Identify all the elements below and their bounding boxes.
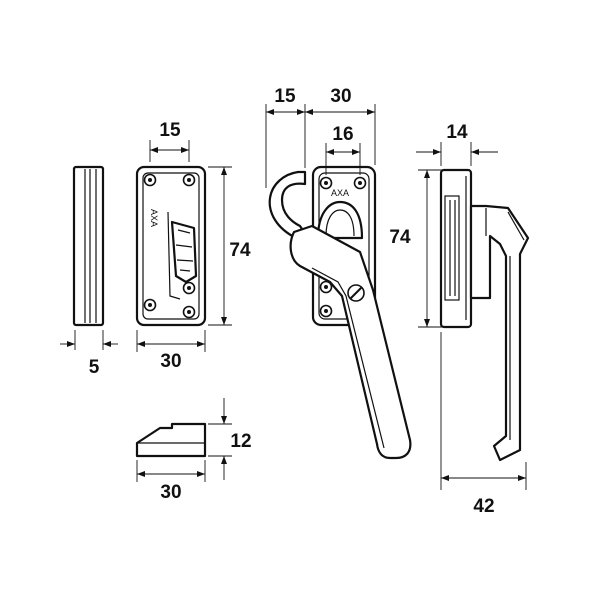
spacer-h-arrow-top: [221, 416, 227, 424]
striker-plate-brand: AXA: [149, 209, 159, 227]
screw-arrow-r: [352, 149, 360, 155]
plate-height-label: 74: [229, 240, 251, 261]
screw-spacing-label: 16: [332, 124, 353, 145]
strip-outline: [72, 165, 105, 327]
screw-center: [324, 285, 328, 289]
side-h-arrow-bot: [424, 319, 430, 327]
striker-plate-part: AXA 15 74 30: [135, 120, 251, 372]
side-top-arrow-r: [471, 149, 479, 155]
hook-arrow-l: [266, 109, 274, 115]
side-h-arrow-top: [424, 170, 430, 178]
strip-arrow-left: [67, 341, 75, 347]
side-top-arrow-l: [433, 149, 441, 155]
side-lever-edges: [485, 208, 525, 440]
side-depth-arrow-l: [441, 475, 449, 481]
spacer-h-arrow-bot: [221, 456, 227, 464]
spacer-width-label: 30: [160, 482, 181, 503]
plate-top-arrow-r: [181, 147, 189, 153]
screw-center: [148, 303, 152, 307]
side-body-recess: [444, 195, 460, 301]
handle-lever: [289, 224, 412, 460]
base-arrow-r: [367, 109, 375, 115]
base-arrow-l: [305, 109, 313, 115]
side-top-label: 14: [446, 122, 468, 143]
striker-plate-inner: [142, 172, 200, 320]
hook-arrow-r: [297, 109, 305, 115]
handle-side-part: 14 42: [416, 122, 530, 517]
spacer-height-label: 12: [230, 431, 251, 452]
side-depth-arrow-r: [518, 475, 526, 481]
base-width-label: 30: [330, 86, 351, 107]
screw-center: [324, 181, 328, 185]
spacer-w-arrow-l: [137, 471, 145, 477]
handle-front-part: AXA 15 30 16 74: [265, 86, 412, 460]
plate-top-label: 15: [159, 120, 181, 141]
handle-brand: AXA: [331, 188, 349, 198]
screw-center: [358, 181, 362, 185]
set-screw-slot: [349, 286, 363, 300]
handle-hook: [268, 170, 307, 240]
screw-center: [324, 309, 328, 313]
side-lever: [469, 204, 530, 462]
screw-center: [187, 286, 191, 290]
spacer-w-arrow-r: [197, 471, 205, 477]
handle-pivot-arch: [316, 200, 364, 240]
screw-center: [148, 178, 152, 182]
latch-slot-ridges: [175, 229, 194, 272]
spacer-outline: [135, 422, 207, 458]
handle-pivot-arch-inner: [325, 209, 355, 237]
screw-center: [187, 178, 191, 182]
handle-lever-edge: [311, 267, 385, 449]
latch-slot: [170, 220, 198, 284]
plate-h-arrow-top: [221, 167, 227, 175]
side-depth-label: 42: [473, 496, 494, 517]
plate-width-label: 30: [160, 351, 181, 372]
hook-width-label: 15: [274, 86, 296, 107]
strip-arrow-right: [103, 341, 111, 347]
handle-height-label: 74: [389, 227, 411, 248]
plate-top-arrow-l: [150, 147, 158, 153]
spacer-part: 12 30: [135, 398, 252, 503]
latch-slot-edge: [167, 211, 181, 300]
screw-center: [187, 310, 191, 314]
strip-width-label: 5: [89, 357, 100, 378]
strip-part: 5: [60, 165, 118, 378]
screw-arrow-l: [326, 149, 334, 155]
plate-h-arrow-bot: [221, 317, 227, 325]
plate-w-arrow-r: [197, 341, 205, 347]
plate-w-arrow-l: [137, 341, 145, 347]
